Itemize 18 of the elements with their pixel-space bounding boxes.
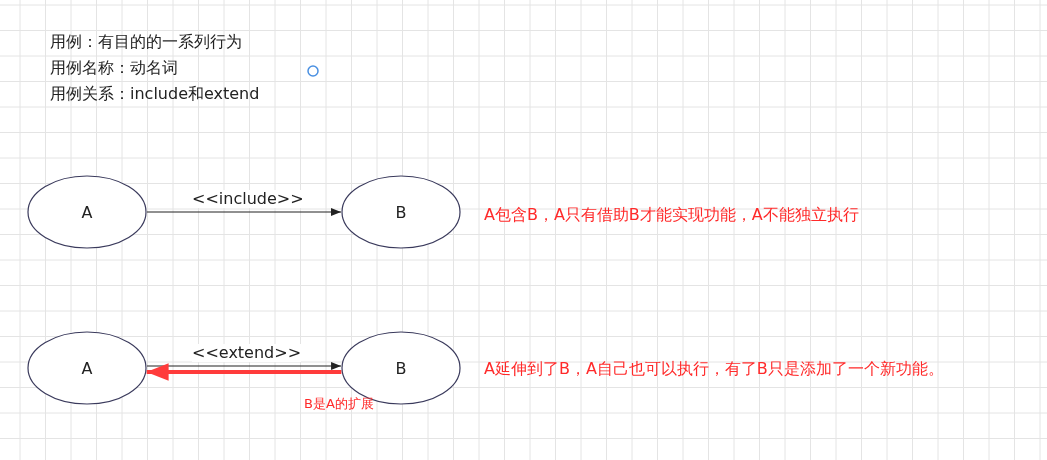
annotation-text: B是A的扩展 <box>304 395 374 413</box>
use-case-ellipse <box>27 175 147 249</box>
edge-label: <<extend>> <box>192 344 302 362</box>
use-case-name: B <box>395 358 407 378</box>
explanation-text: A延伸到了B，A自己也可以执行，有了B只是添加了一个新功能。 <box>484 359 944 380</box>
edge-label: <<include>> <box>192 190 304 208</box>
use-case-name: A <box>81 358 93 378</box>
note-text: 用例关系：include和extend <box>50 84 260 105</box>
arrow <box>146 362 342 370</box>
use-case-name: B <box>395 202 407 222</box>
arrow <box>146 208 342 216</box>
use-case-ellipse <box>27 331 147 405</box>
note-text: 用例：有目的的一系列行为 <box>50 32 242 53</box>
thick-arrow <box>146 363 342 381</box>
explanation-text: A包含B，A只有借助B才能实现功能，A不能独立执行 <box>484 205 859 226</box>
use-case-name: A <box>81 202 93 222</box>
note-text: 用例名称：动名词 <box>50 58 178 79</box>
use-case-ellipse <box>341 175 461 249</box>
